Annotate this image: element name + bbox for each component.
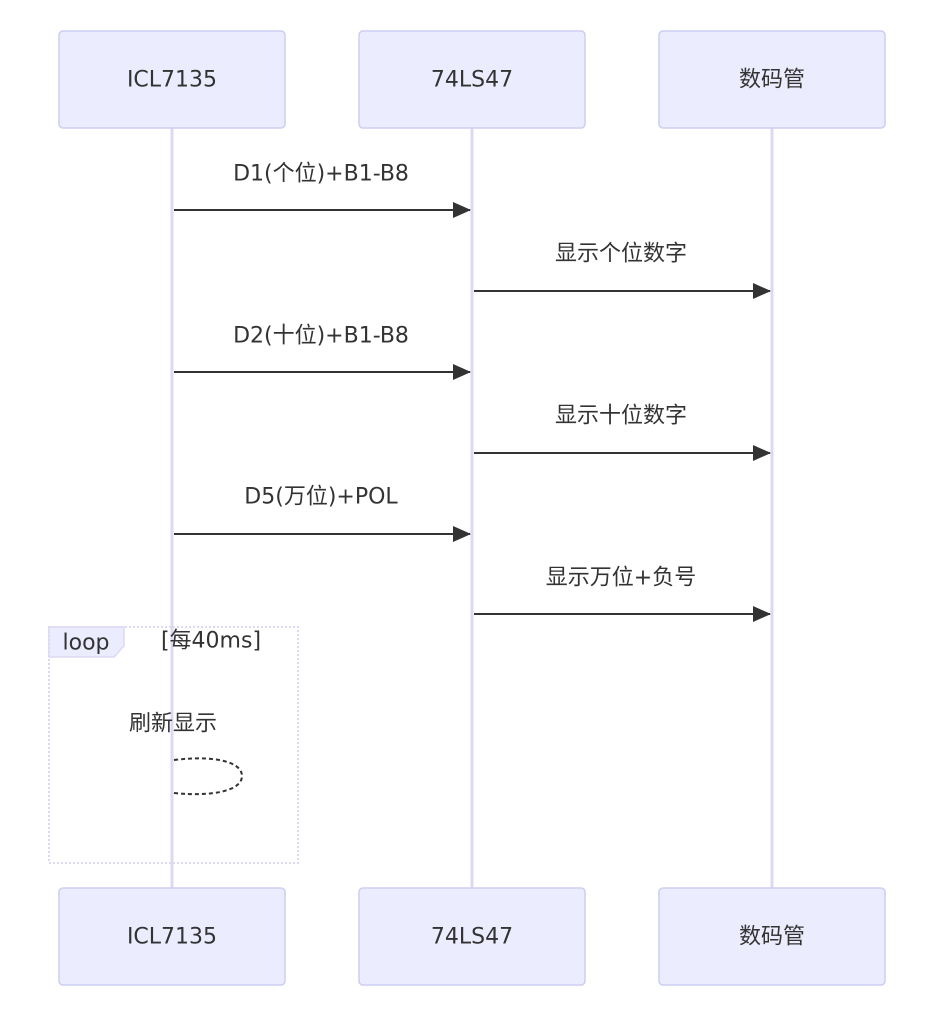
loop-condition: [每40ms]: [161, 629, 261, 654]
message-label: D5(万位)+POL: [244, 485, 398, 510]
message-label: 显示十位数字: [555, 404, 687, 429]
actor-top-74ls47: 74LS47: [358, 30, 586, 129]
message-label: 显示万位+负号: [546, 566, 696, 591]
message-label: D2(十位)+B1-B8: [233, 324, 409, 349]
self-message-label: 刷新显示: [129, 712, 217, 737]
actor-bottom-icl7135: ICL7135: [58, 887, 286, 986]
message-d1: D1(个位)+B1-B8: [174, 162, 471, 218]
actor-top-display: 数码管: [658, 30, 886, 129]
actor-label: 74LS47: [431, 68, 513, 93]
actor-bottom-74ls47: 74LS47: [358, 887, 586, 986]
message-d5: D5(万位)+POL: [174, 485, 471, 542]
loop-keyword: loop: [63, 631, 110, 656]
message-label: 显示个位数字: [555, 242, 687, 267]
loop-frame: loop [每40ms] 刷新显示: [48, 626, 299, 864]
actor-label: 数码管: [739, 925, 805, 950]
message-d2: D2(十位)+B1-B8: [174, 324, 471, 380]
actor-label: 数码管: [739, 68, 805, 93]
self-message-arrow: [173, 757, 244, 796]
message-show-tens: 显示十位数字: [474, 404, 771, 461]
actor-bottom-display: 数码管: [658, 887, 886, 986]
actor-label: ICL7135: [127, 68, 217, 93]
message-show-ten-thousands: 显示万位+负号: [474, 566, 771, 622]
actor-top-icl7135: ICL7135: [58, 30, 286, 129]
actor-label: ICL7135: [127, 925, 217, 950]
loop-tab: [48, 626, 125, 658]
message-label: D1(个位)+B1-B8: [233, 162, 409, 187]
actor-label: 74LS47: [431, 925, 513, 950]
message-show-ones: 显示个位数字: [474, 242, 771, 299]
